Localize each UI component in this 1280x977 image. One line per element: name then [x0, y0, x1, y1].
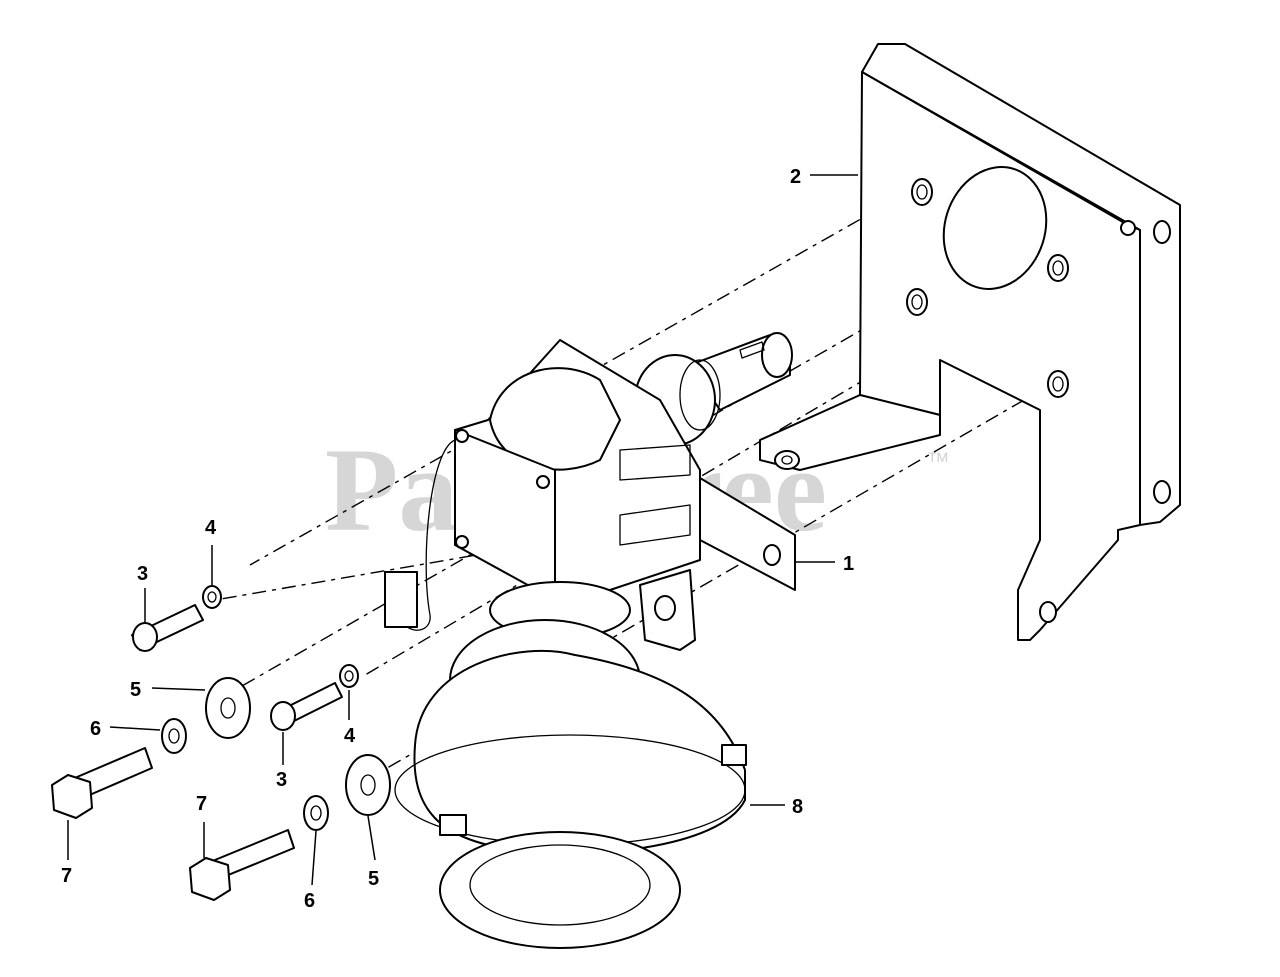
- callout-5-lower: 5: [368, 868, 379, 890]
- mounting-bracket: [759, 43, 1181, 641]
- electric-clutch: [394, 581, 747, 949]
- callout-7-lower: 7: [61, 865, 72, 887]
- callout-6-upper: 6: [90, 718, 101, 740]
- watermark-trademark: TM: [928, 449, 948, 465]
- callout-5-upper: 5: [130, 679, 141, 701]
- callout-1: 1: [843, 553, 854, 575]
- callout-3-upper: 3: [137, 563, 148, 585]
- callout-8: 8: [792, 796, 803, 818]
- callout-2: 2: [790, 166, 801, 188]
- fasteners: [51, 585, 391, 901]
- callout-3-lower: 3: [276, 769, 287, 791]
- callout-7-upper: 7: [196, 793, 207, 815]
- callout-labels: 1 2 3 3 4 4 5 5 6 6 7 7 8: [61, 166, 854, 912]
- callout-6-lower: 6: [304, 890, 315, 912]
- callout-4-upper: 4: [205, 517, 217, 539]
- gearbox-assembly: [384, 332, 796, 651]
- leader-lines: [67, 174, 858, 886]
- callout-4-lower: 4: [344, 725, 356, 747]
